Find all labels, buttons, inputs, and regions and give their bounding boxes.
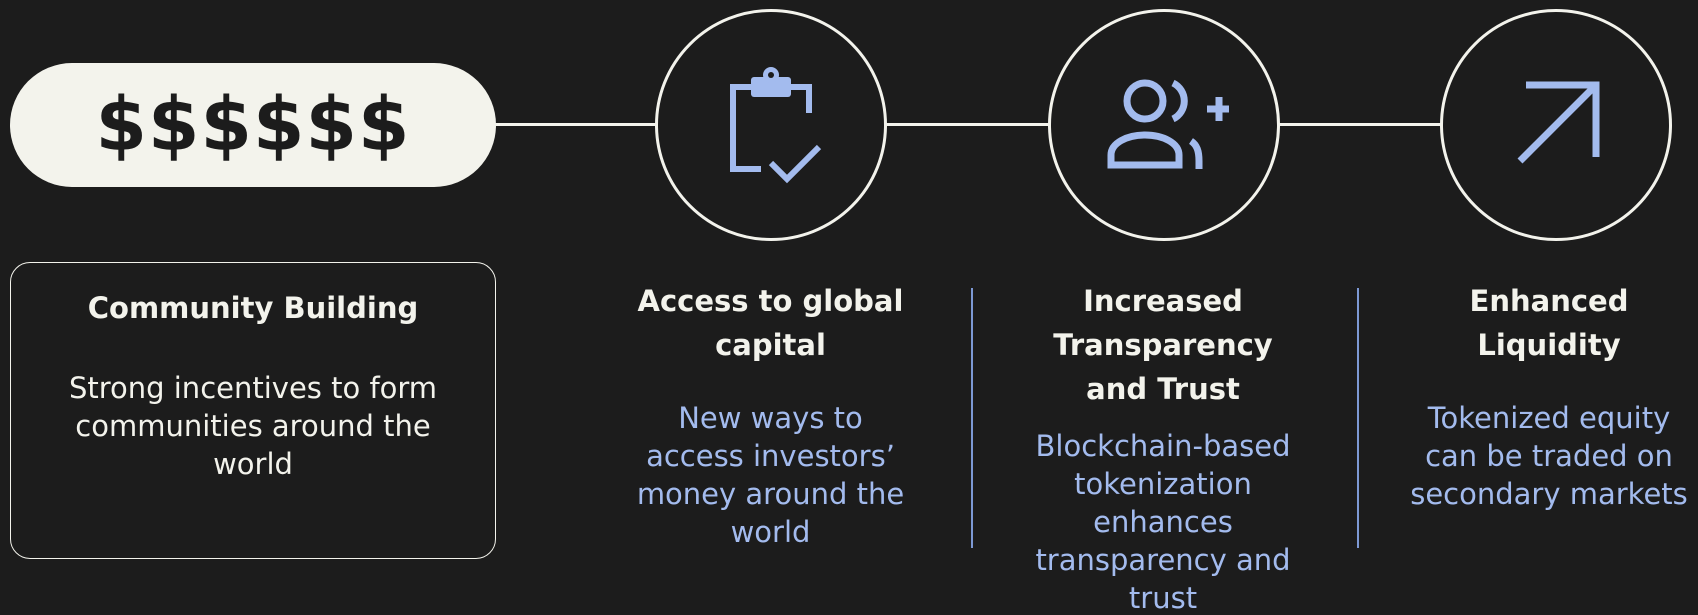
circle-liquidity bbox=[1440, 9, 1672, 241]
connector-line-2 bbox=[884, 123, 1050, 126]
circle-access-capital bbox=[655, 9, 887, 241]
liquidity-column: Enhanced Liquidity Tokenized equity can … bbox=[1404, 279, 1694, 513]
connector-line-1 bbox=[494, 123, 656, 126]
community-building-card: Community Building Strong incentives to … bbox=[10, 262, 496, 559]
card-description: Strong incentives to form communities ar… bbox=[68, 371, 438, 481]
dollar-pill: $$$$$$ bbox=[10, 63, 496, 187]
access-capital-column: Access to global capital New ways to acc… bbox=[628, 279, 913, 551]
divider-1 bbox=[971, 288, 973, 548]
transparency-column: Increased Transparency and Trust Blockch… bbox=[1018, 279, 1308, 615]
card-title: Community Building bbox=[87, 291, 419, 325]
column-description: Tokenized equity can be traded on second… bbox=[1410, 401, 1688, 511]
column-description: New ways to access investors’ money arou… bbox=[636, 401, 905, 549]
person-add-icon bbox=[1107, 79, 1229, 169]
circle-transparency bbox=[1048, 9, 1280, 241]
column-title: Enhanced Liquidity bbox=[1469, 284, 1629, 362]
column-title: Access to global capital bbox=[637, 284, 904, 362]
column-description: Blockchain-based tokenization enhances t… bbox=[1035, 429, 1291, 615]
divider-2 bbox=[1357, 288, 1359, 548]
connector-line-3 bbox=[1277, 123, 1443, 126]
clipboard-check-icon bbox=[730, 67, 822, 184]
arrow-up-right-icon bbox=[1517, 81, 1600, 164]
column-title: Increased Transparency and Trust bbox=[1053, 284, 1273, 406]
dollar-signs: $$$$$$ bbox=[95, 82, 411, 168]
